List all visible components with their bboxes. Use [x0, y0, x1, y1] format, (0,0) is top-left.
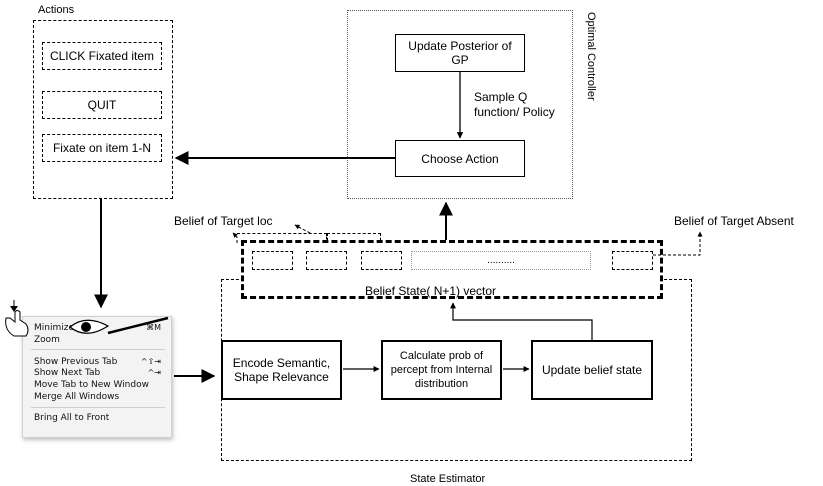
menu-separator — [31, 407, 165, 408]
action-click-fixated-item: CLICK Fixated item — [42, 42, 162, 70]
menu-item-minimize: Minimize — [34, 323, 74, 333]
menu-shortcut-previous-tab: ^⇧⇥ — [140, 357, 161, 366]
controller-title: Optimal Controller — [585, 12, 597, 101]
pointer-target-loc-mid — [294, 224, 311, 234]
encode-box: Encode Semantic, Shape Relevance — [221, 340, 342, 400]
menu-item-bring-to-front: Bring All to Front — [34, 413, 110, 423]
ellipsis-text: .......... — [487, 255, 515, 266]
menu-item-show-previous-tab: Show Previous Tab — [34, 357, 118, 367]
action-quit: QUIT — [42, 91, 162, 119]
update-belief-box: Update belief state — [531, 340, 653, 400]
actions-title: Actions — [38, 4, 75, 16]
belief-target-absent-label: Belief of Target Absent — [674, 214, 794, 228]
action-fixate-label: Fixate on item 1-N — [52, 141, 152, 155]
belief-cell-1 — [252, 251, 293, 270]
menu-item-show-next-tab: Show Next Tab — [34, 368, 101, 378]
update-belief-label: Update belief state — [541, 363, 643, 377]
state-estimator-title: State Estimator — [410, 473, 486, 485]
belief-cell-ellipsis: .......... — [411, 251, 591, 270]
menu-separator — [31, 349, 165, 350]
choose-action-label: Choose Action — [421, 151, 499, 166]
window-menu: Minimize ⌘M Zoom Show Previous Tab ^⇧⇥ S… — [22, 316, 172, 438]
calculate-label: Calculate prob of percept from Internal … — [390, 350, 493, 390]
calculate-box: Calculate prob of percept from Internal … — [381, 340, 502, 400]
sample-q-text: Sample Q function/ Policy — [474, 90, 555, 119]
update-posterior-label: Update Posterior of GP — [408, 39, 512, 67]
menu-item-merge-windows: Merge All Windows — [34, 392, 120, 402]
encode-label: Encode Semantic, Shape Relevance — [232, 356, 331, 384]
action-click-label: CLICK Fixated item — [49, 49, 155, 63]
update-posterior-box: Update Posterior of GP — [395, 34, 525, 72]
menu-shortcut-next-tab: ^⇥ — [147, 368, 161, 377]
belief-target-loc-label: Belief of Target loc — [174, 214, 273, 228]
choose-action-box: Choose Action — [395, 140, 525, 177]
belief-cell-2 — [306, 251, 347, 270]
belief-cell-3 — [361, 251, 402, 270]
menu-item-move-tab: Move Tab to New Window — [34, 380, 149, 390]
actions-region — [33, 20, 173, 199]
action-quit-label: QUIT — [87, 98, 117, 112]
belief-state-vector-label: Belief State( N+1) vector — [365, 284, 497, 298]
sample-q-label: Sample Q function/ Policy — [474, 90, 574, 120]
menu-shortcut-minimize: ⌘M — [146, 323, 161, 332]
action-fixate-item: Fixate on item 1-N — [42, 134, 162, 162]
menu-item-zoom: Zoom — [34, 335, 60, 345]
loc-connector-a — [237, 233, 327, 243]
belief-cell-absent — [612, 251, 653, 270]
controller-region — [347, 10, 573, 199]
